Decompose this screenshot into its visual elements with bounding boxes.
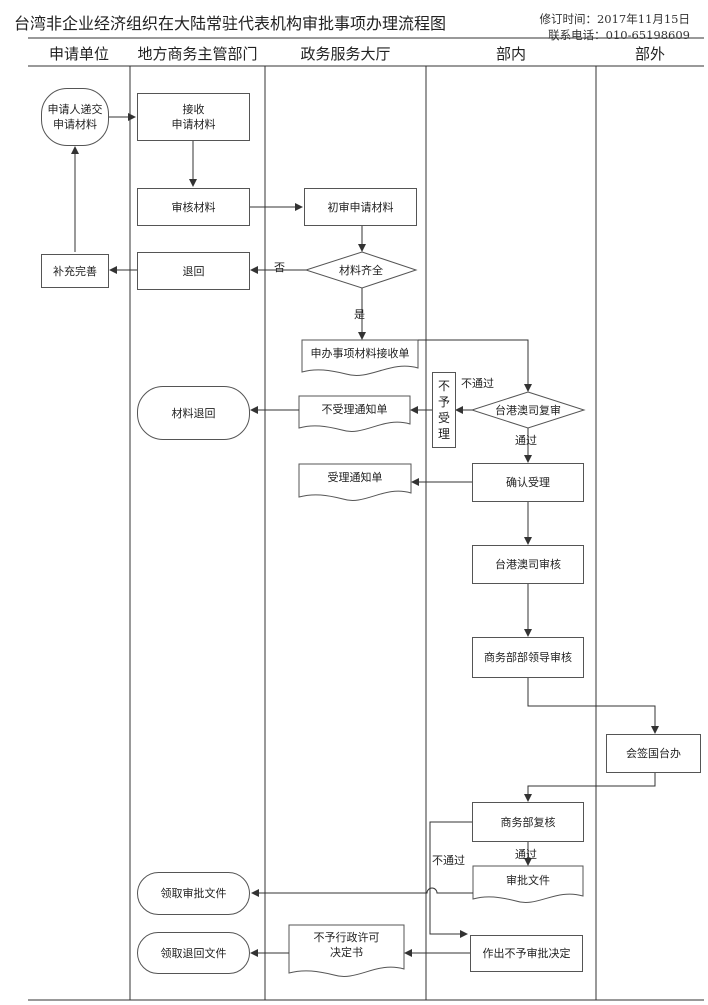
- node-collect-approval: 领取审批文件: [137, 872, 250, 915]
- node-ministry-recheck: 商务部复核: [472, 802, 584, 842]
- document-shape: [298, 463, 412, 501]
- document-shape: [288, 924, 405, 977]
- node-not-accepted-char: 理: [437, 427, 450, 441]
- edge-label-passed: 通过: [515, 434, 537, 447]
- node-receive-line2: 申请材料: [171, 118, 216, 131]
- node-collect-return: 领取退回文件: [137, 932, 250, 974]
- document-shape: [472, 865, 584, 903]
- node-countersign: 会签国台办: [606, 734, 701, 773]
- node-review-materials: 审核材料: [137, 188, 250, 226]
- page-title: 台湾非企业经济组织在大陆常驻代表机构审批事项办理流程图: [14, 14, 447, 33]
- node-taiwan-recheck: 台港澳司复审: [495, 403, 561, 417]
- edge-label-not-passed: 不通过: [432, 854, 465, 867]
- node-non-acceptance-notice: 不受理通知单: [321, 402, 388, 416]
- lane-header-local-commerce: 地方商务主管部门: [137, 45, 258, 63]
- edge-label-passed: 通过: [515, 848, 537, 861]
- node-submit-line1: 申请人递交: [47, 103, 103, 116]
- node-not-accepted-char: 受: [437, 411, 450, 425]
- document-shape: [298, 395, 411, 432]
- node-materials-returned: 材料退回: [137, 386, 250, 440]
- node-no-permit-decision: 不予行政许可 决定书: [289, 925, 404, 965]
- node-no-permit-line2: 决定书: [330, 946, 363, 959]
- node-approval-document: 审批文件: [506, 874, 550, 887]
- node-taiwan-review: 台港澳司审核: [472, 545, 584, 584]
- node-reject-decision: 作出不予审批决定: [470, 935, 583, 972]
- revision-date: 修订时间：2017年11月15日: [539, 12, 690, 26]
- node-receive-line1: 接收: [182, 103, 205, 116]
- node-not-accepted-char: 不: [437, 379, 450, 393]
- node-submit-application: 申请人递交 申请材料: [41, 88, 109, 146]
- edge-label-not-passed: 不通过: [461, 377, 494, 390]
- node-materials-complete: 材料齐全: [339, 263, 383, 277]
- node-confirm-acceptance: 确认受理: [472, 463, 584, 502]
- node-acceptance-notice: 受理通知单: [327, 471, 383, 484]
- node-not-accepted-char: 予: [437, 395, 450, 409]
- lane-header-internal: 部内: [495, 45, 526, 63]
- node-return: 退回: [137, 252, 250, 290]
- document-shape: [301, 339, 419, 376]
- node-receipt-form: 申办事项材料接收单: [310, 346, 410, 360]
- lane-header-external: 部外: [634, 45, 665, 63]
- node-ministry-leader-review: 商务部部领导审核: [472, 637, 584, 678]
- node-not-accepted: 不 予 受 理: [432, 372, 456, 448]
- node-submit-line2: 申请材料: [53, 118, 97, 131]
- edge-label-yes: 是: [354, 308, 365, 321]
- lane-header-service-hall: 政务服务大厅: [300, 45, 391, 63]
- node-no-permit-line1: 不予行政许可: [313, 931, 380, 944]
- lane-header-applicant: 申请单位: [48, 45, 109, 63]
- node-supplement: 补充完善: [41, 254, 109, 288]
- node-receive-materials: 接收 申请材料: [137, 93, 250, 141]
- edge-label-no: 否: [274, 261, 285, 274]
- node-initial-review: 初审申请材料: [304, 188, 417, 226]
